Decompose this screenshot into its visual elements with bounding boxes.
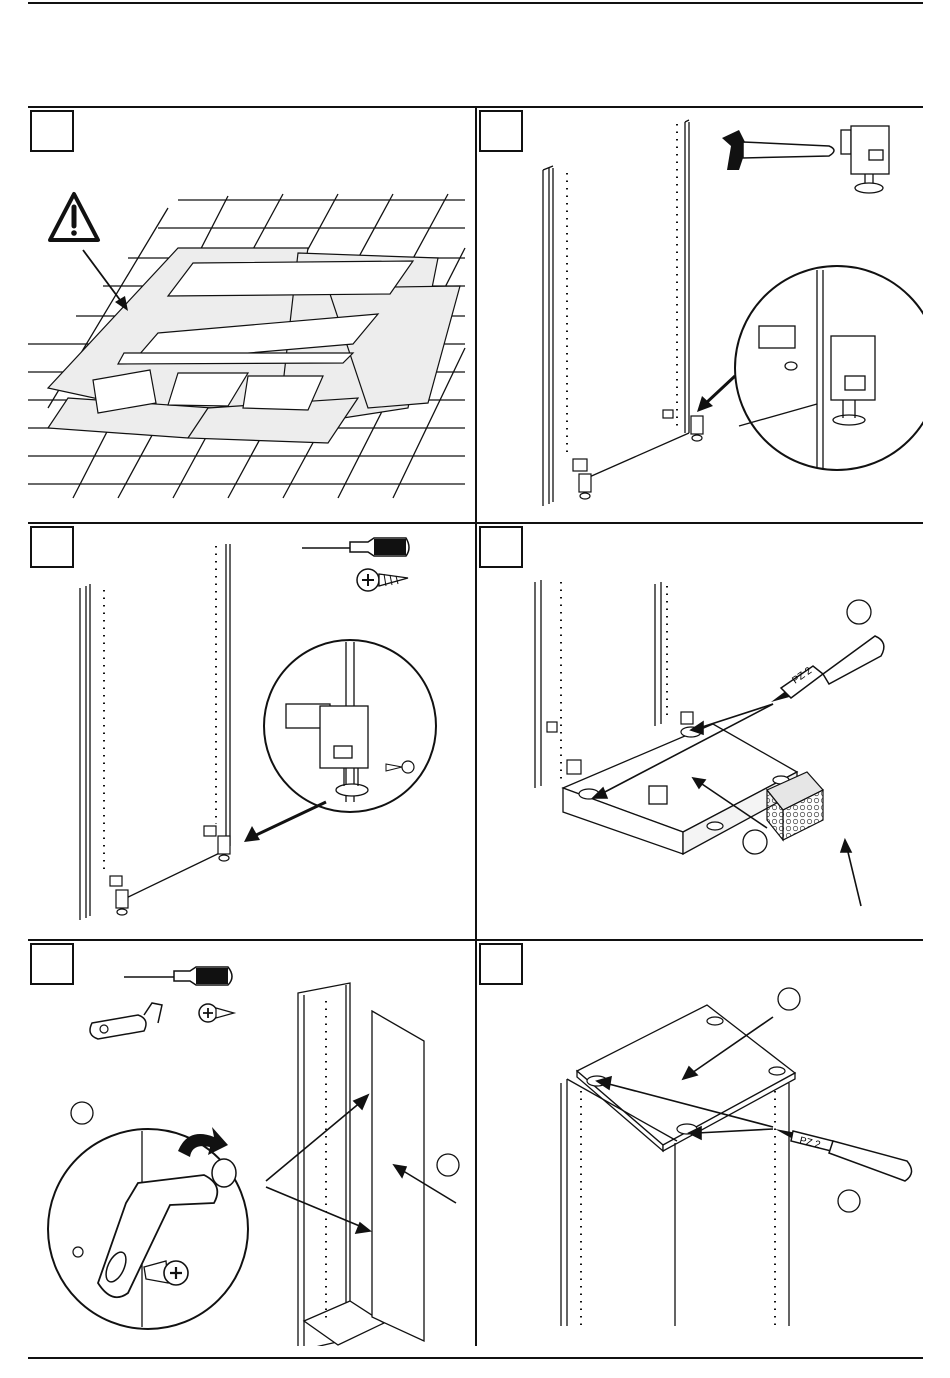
step-number-box-4	[479, 526, 523, 568]
cabinet-carcass	[298, 983, 384, 1346]
step-number-box-1	[30, 110, 74, 152]
wall-bracket-icon	[90, 1003, 162, 1039]
screwdriver-icon: PZ 2	[775, 1129, 912, 1181]
plinth-leg-top	[841, 126, 889, 193]
side-panel-left	[80, 584, 90, 920]
top-rule	[28, 2, 923, 4]
side-panel-right	[587, 120, 689, 478]
step-5-illustration	[28, 941, 475, 1346]
screwdriver-icon	[124, 967, 232, 985]
step-panel-5	[28, 941, 475, 1346]
step-1-illustration	[28, 108, 475, 522]
step-panel-4: PZ 2	[477, 524, 923, 939]
detail-arrow	[697, 376, 735, 412]
part-label-box	[649, 786, 667, 804]
step-panel-1	[28, 108, 475, 522]
step-3-illustration	[28, 524, 475, 939]
callout-circle-bottom	[838, 1190, 860, 1212]
screwdriver-icon	[302, 538, 409, 556]
warning-arrow	[83, 250, 128, 311]
step-panel-2	[477, 108, 923, 522]
back-panel	[372, 1011, 424, 1341]
side-panel-left	[535, 580, 541, 788]
side-panel-left	[543, 166, 553, 506]
step-number-box-2	[479, 110, 523, 152]
step-4-illustration: PZ 2	[477, 524, 923, 939]
side-panel-right	[122, 544, 230, 900]
detail-magnifier	[735, 266, 923, 470]
step-number-box-6	[479, 943, 523, 985]
warning-icon	[50, 194, 98, 240]
step-6-illustration: PZ 2	[477, 941, 923, 1346]
instruction-arrows	[266, 1095, 456, 1233]
plinth-legs-small	[573, 410, 703, 499]
screwdriver-icon: PZ 2	[771, 636, 884, 702]
side-panel-right	[655, 582, 661, 726]
bottom-rule	[28, 1357, 923, 1359]
step-2-illustration	[477, 108, 923, 522]
step-number-box-5	[30, 943, 74, 985]
callout-circle-top	[847, 600, 871, 624]
instruction-grid: PZ 2	[28, 106, 923, 1346]
step-panel-3	[28, 524, 475, 939]
screw-icon	[199, 1004, 234, 1022]
callout-circle-bottom	[743, 830, 767, 854]
plinth-legs-small	[110, 826, 230, 915]
callout-circle-right	[437, 1154, 459, 1176]
callout-circle-left	[71, 1102, 93, 1124]
step-panel-6: PZ 2	[477, 941, 923, 1346]
hammer-icon	[722, 130, 834, 170]
step-number-box-3	[30, 526, 74, 568]
callout-circle-top	[778, 988, 800, 1010]
screw-icon	[357, 569, 408, 591]
detail-arrow	[244, 802, 326, 842]
